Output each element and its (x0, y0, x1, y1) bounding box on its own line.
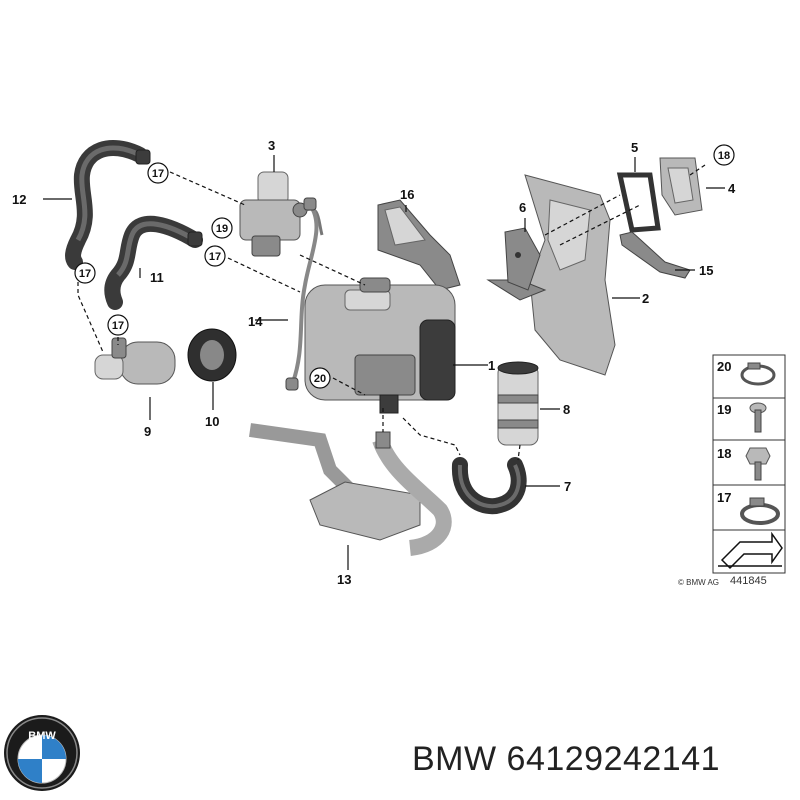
strap-15 (619, 231, 691, 279)
callout-4: 4 (728, 181, 736, 196)
svg-text:18: 18 (718, 150, 730, 162)
filter-8 (497, 361, 539, 446)
callout-2: 2 (642, 291, 649, 306)
callout-14: 14 (248, 314, 263, 329)
ref-19: 19 (211, 217, 233, 239)
callout-13: 13 (337, 572, 351, 587)
screw-19-icon (749, 402, 767, 433)
callout-15: 15 (699, 263, 713, 278)
diagram-number: 441845 (730, 575, 767, 587)
fastener-legend: 20 19 18 17 (712, 354, 786, 574)
heater-1 (304, 277, 456, 414)
hose-7 (451, 457, 527, 515)
ref-17-b: 17 (204, 245, 226, 267)
callout-6: 6 (519, 200, 526, 215)
callout-11: 11 (150, 270, 164, 285)
hose-11 (104, 215, 203, 310)
svg-text:17: 17 (79, 268, 91, 280)
svg-text:17: 17 (152, 168, 164, 180)
ref-17-d: 17 (107, 314, 129, 336)
cover-4 (659, 157, 703, 216)
legend-20: 20 (717, 359, 731, 374)
exhaust-13 (249, 423, 452, 556)
callout-3: 3 (268, 138, 275, 153)
bracket-2 (486, 174, 616, 376)
pipe-14 (285, 197, 319, 391)
circled-refs: 17 19 17 17 17 20 18 (74, 144, 735, 389)
callout-1: 1 (488, 358, 495, 373)
callout-16: 16 (400, 187, 414, 202)
callout-labels: 12 3 5 4 6 16 2 15 1 8 7 9 10 11 14 13 (12, 138, 736, 587)
clip-20-icon (740, 362, 776, 386)
gasket-5 (616, 172, 661, 233)
direction-arrow-icon (718, 531, 783, 570)
ref-20: 20 (309, 367, 331, 389)
bmw-logo: BMW (4, 715, 80, 791)
callout-8: 8 (563, 402, 570, 417)
ref-17-c: 17 (74, 262, 96, 284)
svg-text:17: 17 (209, 251, 221, 263)
part-number-caption: BMW 64129242141 (412, 740, 721, 778)
logo-letters: BMW (28, 730, 56, 742)
hose-12 (65, 139, 151, 270)
valve-3 (239, 171, 324, 257)
callout-12: 12 (12, 192, 26, 207)
ref-18: 18 (713, 144, 735, 166)
plate-6 (504, 227, 541, 291)
copyright-text: © BMW AG (678, 578, 720, 587)
svg-text:17: 17 (112, 320, 124, 332)
clamp-10 (187, 328, 237, 382)
bolt-18-icon (745, 447, 771, 481)
legend-19: 19 (717, 402, 731, 417)
svg-text:19: 19 (216, 223, 228, 235)
callout-10: 10 (205, 414, 219, 429)
legend-17: 17 (717, 490, 731, 505)
callout-5: 5 (631, 140, 638, 155)
callout-7: 7 (564, 479, 571, 494)
svg-text:20: 20 (314, 373, 326, 385)
bracket-16 (377, 199, 461, 291)
callout-9: 9 (144, 424, 151, 439)
ref-17-a: 17 (147, 162, 169, 184)
leader-lines (43, 155, 725, 570)
legend-18: 18 (717, 446, 731, 461)
dashed-connectors (77, 164, 706, 461)
pump-9 (94, 337, 176, 385)
hose-clamp-17-icon (740, 497, 780, 525)
